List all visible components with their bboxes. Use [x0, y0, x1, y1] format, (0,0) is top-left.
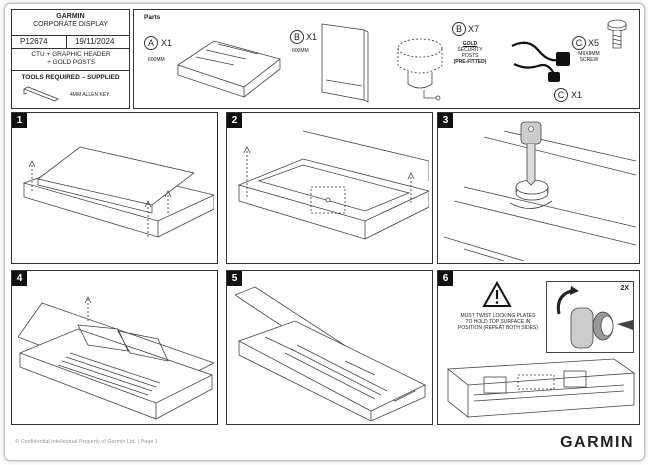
part-c-caption: M6X8MM SCREW [578, 51, 600, 63]
title-block: GARMIN CORPORATE DISPLAY P12674 19/11/20… [11, 9, 130, 71]
part-b2-caption-note: (PRE-FITTED) [453, 59, 487, 65]
part-a-letter: A [144, 36, 158, 50]
part-number: P12674 [20, 37, 48, 46]
part-a-caption: 600MM [148, 57, 165, 63]
title-divider-2 [12, 48, 129, 49]
tools-block: TOOLS REQUIRED – SUPPLIED 4MM ALLEN KEY [11, 70, 130, 109]
part-c2-qty: X1 [571, 90, 583, 100]
step-4-panel: 4 [11, 270, 218, 425]
step-5-illustration [235, 286, 426, 421]
part-b-drawing [321, 23, 369, 103]
step-5-panel: 5 [226, 270, 433, 425]
step-4-illustration [18, 296, 214, 420]
title-doc: CORPORATE DISPLAY [33, 21, 108, 28]
step-1-number: 1 [12, 113, 27, 128]
part-a-qty: X1 [161, 38, 173, 48]
step-6-warning: MUST TWIST LOCKING PLATES TO HOLD TOP SU… [458, 313, 538, 331]
warning-triangle-icon [482, 281, 512, 307]
part-c2-letter: C [554, 88, 568, 102]
part-b2-caption: SECURITY POSTS [457, 47, 483, 59]
part-a-drawing [177, 40, 281, 98]
title-cell-divider [66, 35, 67, 48]
tools-item: 4MM ALLEN KEY [70, 92, 110, 98]
part-b2-qty: X7 [468, 24, 480, 34]
footer-logo: GARMIN [560, 434, 634, 451]
part-b2-caption-gold: GOLD [462, 41, 478, 47]
part-b2-letter: B [452, 22, 466, 36]
step-6-detail: 2X [546, 281, 634, 353]
step-4-number: 4 [12, 271, 27, 286]
step-1-panel: 1 [11, 112, 218, 264]
part-b-letter: B [290, 30, 304, 44]
security-post-icon [397, 38, 443, 101]
step-2-illustration [237, 130, 429, 240]
step-2-panel: 2 [226, 112, 433, 264]
title-brand: GARMIN [56, 13, 85, 20]
step-1-illustration [22, 146, 214, 238]
step-6-panel: 6 MUST TWIST LOCKING PLATES TO HOLD TOP … [437, 270, 640, 425]
part-c-qty: X5 [588, 38, 600, 48]
parts-heading: Parts [144, 14, 161, 21]
step-3-panel: 3 [437, 112, 640, 264]
power-cable-icon [511, 41, 570, 82]
step-2-number: 2 [227, 113, 242, 128]
doc-date: 19/11/2024 [75, 37, 115, 46]
allen-key-icon [23, 86, 59, 102]
part-c-letter: C [572, 36, 586, 50]
part-b-caption: 600MM [292, 48, 309, 54]
tools-heading: TOOLS REQUIRED – SUPPLIED [21, 74, 120, 81]
footer-confidential: © Confidential Intellectual Property of … [15, 439, 159, 445]
step-6-number: 6 [438, 271, 453, 286]
step-3-number: 3 [438, 113, 453, 128]
step-6-multiplier: 2X [620, 285, 629, 292]
step-3-illustration [444, 130, 636, 261]
step-6-illustration [446, 358, 636, 418]
locking-plate-detail [556, 286, 633, 349]
key-icon [520, 121, 542, 186]
screw-icon [607, 19, 627, 49]
part-b-qty: X1 [306, 32, 318, 42]
parts-block: Parts A X1 600MM B X1 600MM B X7 [133, 9, 640, 109]
doc-description: CTU + GRAPHIC HEADER + GOLD POSTS [31, 51, 111, 66]
title-divider [12, 35, 129, 36]
step-5-number: 5 [227, 271, 242, 286]
instruction-sheet: GARMIN CORPORATE DISPLAY P12674 19/11/20… [4, 3, 645, 461]
